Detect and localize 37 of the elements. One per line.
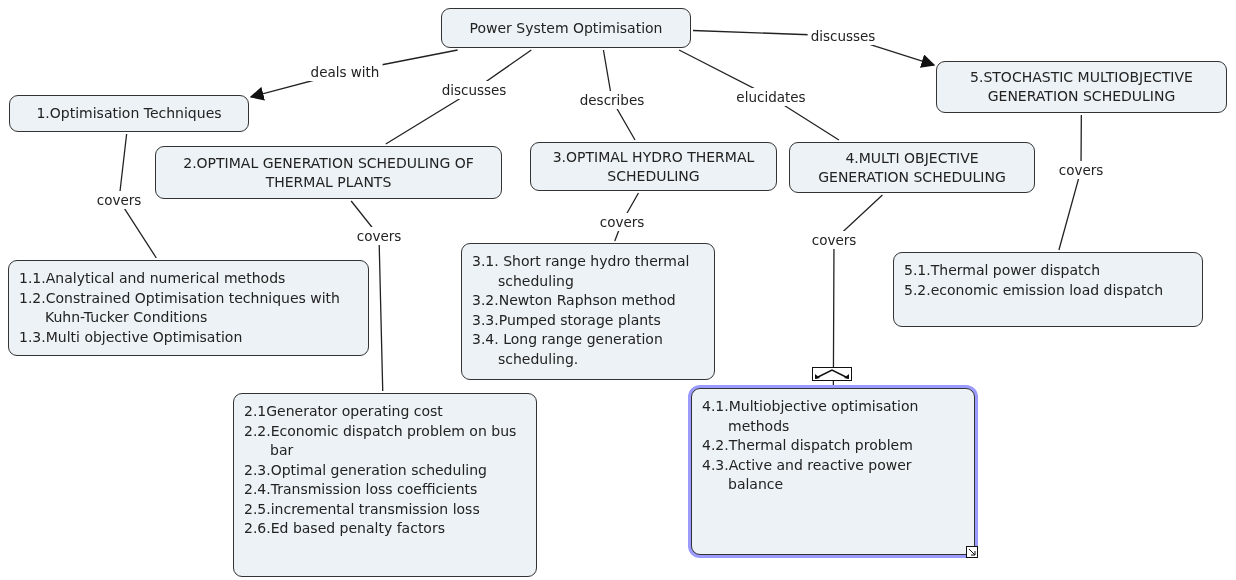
list-item: 2.1Generator operating cost [244, 402, 444, 421]
list-item: 3.1. Short range hydro thermal scheduling [472, 252, 691, 291]
list-item: 5.2.economic emission load dispatch [904, 280, 1165, 300]
list-item: 4.2.Thermal dispatch problem [702, 436, 914, 455]
list-item: 2.2.Economic dispatch problem on bus bar [244, 421, 518, 460]
concept-box [530, 142, 777, 191]
list-item: 5.1.Thermal power dispatch [904, 261, 1102, 280]
list-item: 3.2.Newton Raphson method [472, 291, 677, 310]
list-item: 2.5.incremental transmission loss [244, 499, 481, 519]
topic-list-box [461, 243, 715, 380]
concept-box [789, 142, 1035, 193]
list-item: 1.1.Analytical and numerical methods [19, 269, 287, 288]
topic-list-box [8, 260, 369, 356]
concept-box [155, 146, 502, 199]
list-item: 2.4.Transmission loss coefficients [244, 480, 479, 499]
concept-label: 1.Optimisation Techniques [35, 104, 223, 123]
concept-label: 5.STOCHASTIC MULTIOBJECTIVE GENERATION SCHEDULING [969, 68, 1194, 106]
list-item: 4.3.Active and reactive power balance [702, 455, 913, 494]
concept-box [9, 95, 249, 132]
concept-label: 2.OPTIMAL GENERATION SCHEDULING OF THERMAL PLANTS [182, 153, 475, 192]
concept-label: Power System Optimisation [468, 18, 664, 38]
topic-list-box [893, 252, 1203, 327]
list-item: 1.2.Constrained Optimisation techniques with Kuhn-Tucker Conditions [19, 288, 341, 327]
concept-box [936, 61, 1227, 113]
list-item: 3.4. Long range generation scheduling. [472, 330, 664, 369]
list-item: 2.6.Ed based penalty factors [244, 519, 446, 538]
concept-label: 4.MULTI OBJECTIVE GENERATION SCHEDULING [817, 148, 1007, 187]
edge-label: deals with [307, 63, 383, 81]
list-item: 3.3.Pumped storage plants [472, 310, 662, 330]
list-item: 2.3.Optimal generation scheduling [244, 460, 488, 480]
topic-list-box [233, 393, 537, 577]
topic-list-box [691, 388, 975, 555]
list-item: 1.3.Multi objective Optimisation [19, 327, 244, 347]
concept-box [441, 8, 691, 48]
concept-label: 3.OPTIMAL HYDRO THERMAL SCHEDULING [551, 147, 756, 186]
connector-line [350, 200, 384, 392]
list-item: 4.1.Multiobjective optimisation methods [702, 397, 920, 436]
